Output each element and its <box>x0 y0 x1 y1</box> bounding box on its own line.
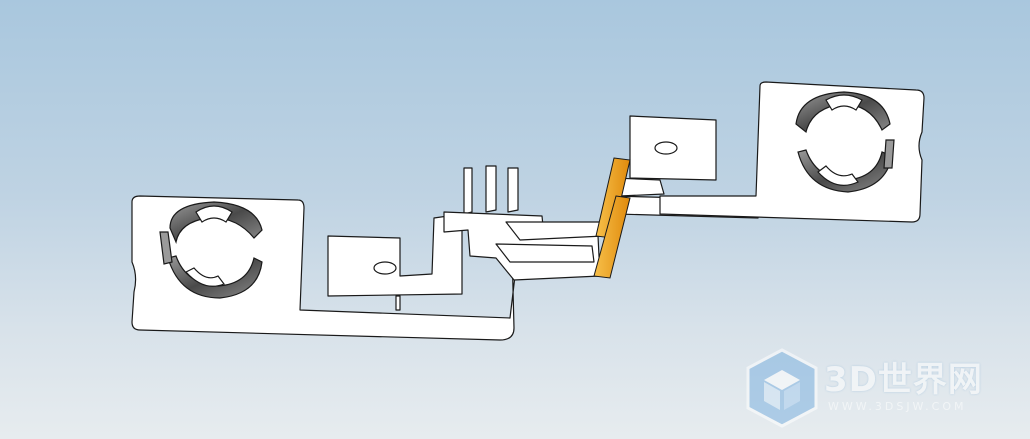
right-tab-hole <box>654 141 678 155</box>
left-tab <box>327 213 463 297</box>
pin-1 <box>463 167 473 215</box>
bend-highlight-2 <box>593 195 631 279</box>
watermark: 3D世界网 WWW.3DSJW.COM <box>744 348 1014 428</box>
cube-logo-icon <box>746 348 818 428</box>
left-base-plate <box>131 195 541 341</box>
watermark-title: 3D世界网 <box>824 360 983 400</box>
watermark-url: WWW.3DSJW.COM <box>828 400 967 413</box>
pin-2 <box>485 165 497 213</box>
upper-strip <box>505 221 605 241</box>
left-tab-hole <box>373 261 397 275</box>
bend-highlights <box>593 157 631 279</box>
pin-3 <box>507 167 519 213</box>
right-spring-clip <box>795 91 895 193</box>
middle-strip <box>495 243 595 263</box>
lower-strip-notch <box>395 295 401 311</box>
left-spring-clip <box>159 201 263 299</box>
